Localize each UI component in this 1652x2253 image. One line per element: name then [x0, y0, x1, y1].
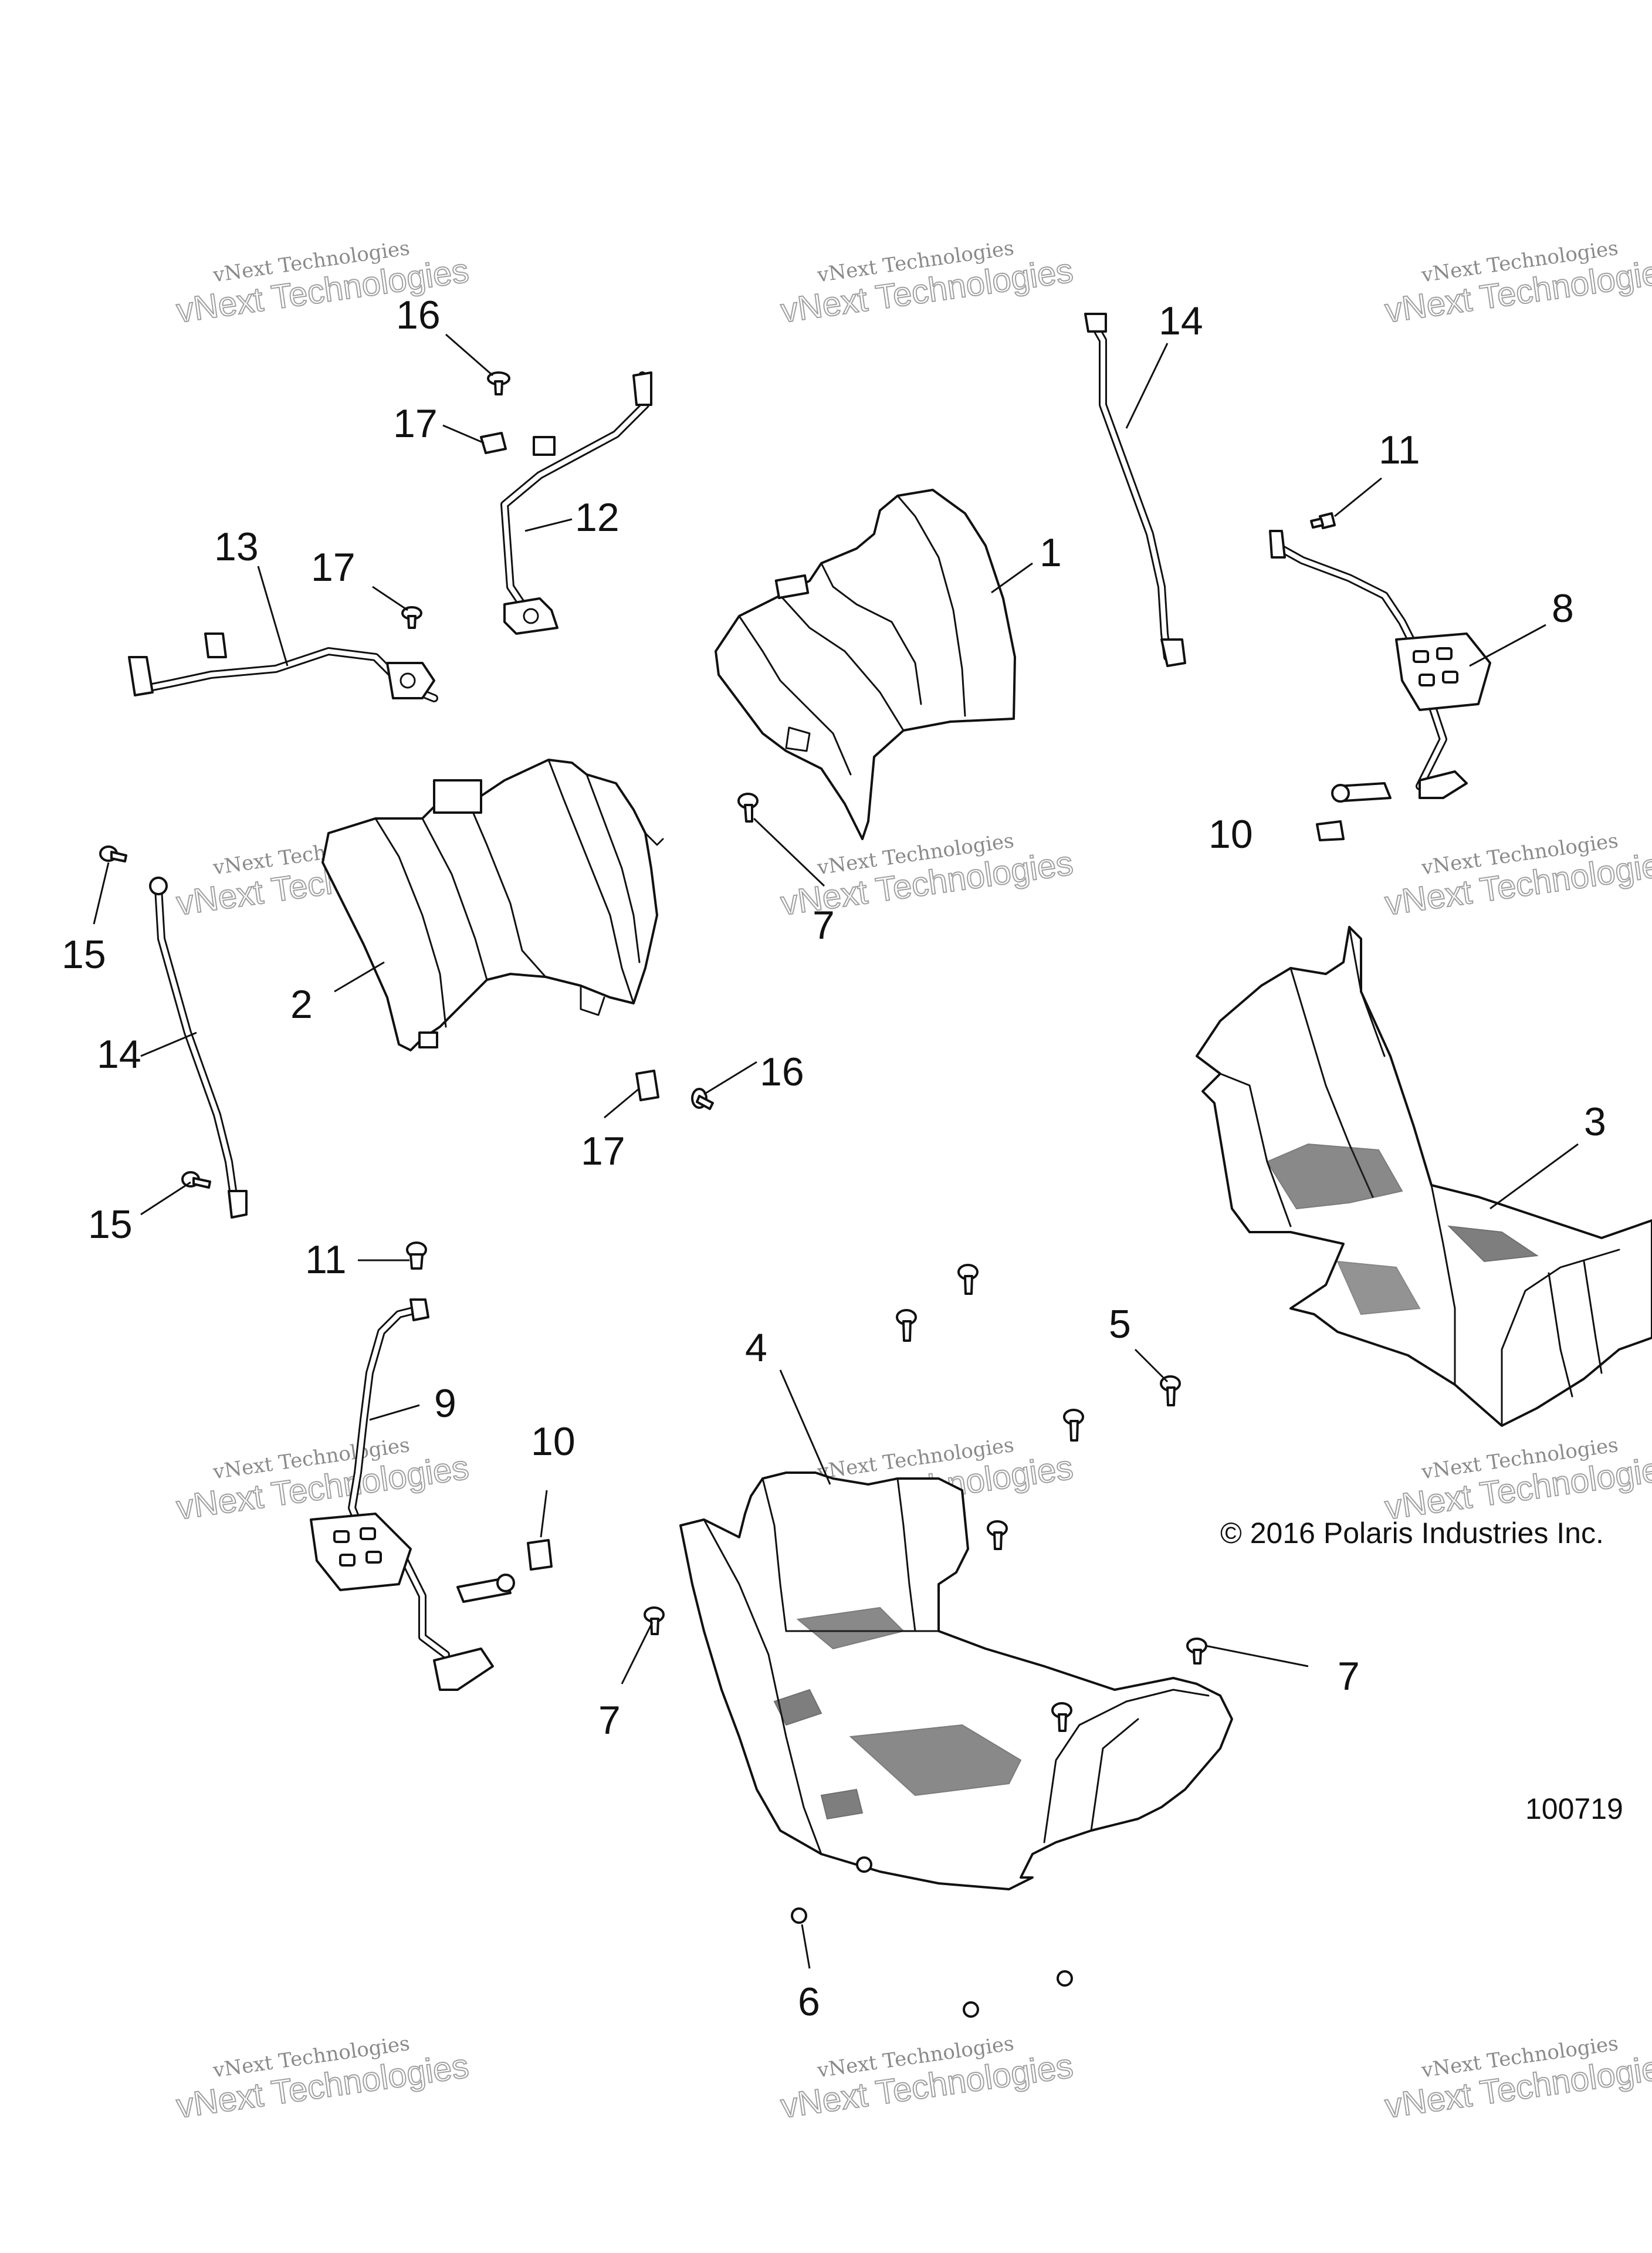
document-number: 100719: [1525, 1792, 1623, 1825]
leader-13: [257, 566, 289, 667]
watermark-top-center: vNext Technologies vNext Technologies: [778, 236, 1076, 331]
callout-15-lower: 15: [88, 1202, 133, 1247]
leader-7-upper: [753, 817, 825, 887]
fastener-11-upper: [1310, 512, 1336, 529]
callout-2: 2: [290, 982, 313, 1027]
callout-11-upper: 11: [1379, 428, 1420, 472]
part-14-rod-left: [149, 877, 248, 1219]
leader-4: [779, 1369, 831, 1485]
watermark-mid-right: vNext Technologies vNext Technologies: [1382, 829, 1652, 923]
callout-11-lower: 11: [305, 1237, 347, 1282]
fastener-15-lower: [181, 1171, 211, 1189]
watermark-bottom-right: vNext Technologies vNext Technologies: [1382, 2032, 1652, 2126]
fastener-5-b: [896, 1309, 917, 1342]
callout-17-lower: 17: [581, 1129, 625, 1173]
watermark-low-left: vNext Technologies vNext Technologies: [174, 1433, 472, 1528]
fastener-5-a: [957, 1264, 979, 1295]
fastener-17-mid: [401, 606, 422, 629]
callout-1: 1: [1040, 530, 1062, 575]
part-13-bracket: [128, 632, 438, 702]
watermark-bottom-center: vNext Technologies vNext Technologies: [778, 2032, 1076, 2126]
callout-3: 3: [1584, 1100, 1606, 1144]
callout-17-mid: 17: [311, 545, 356, 590]
fastener-16-top: [487, 371, 510, 395]
callout-5: 5: [1109, 1302, 1131, 1347]
callout-6: 6: [798, 1980, 820, 2024]
part-8-bracket: [1269, 530, 1491, 803]
nut-6-b: [791, 1907, 807, 1924]
fastener-5-d: [1063, 1409, 1084, 1442]
callout-17-top: 17: [393, 401, 438, 446]
leader-8: [1469, 624, 1546, 667]
callout-10-lower: 10: [531, 1419, 576, 1464]
leader-6: [801, 1924, 811, 1969]
part-3-right-footwell: [1196, 926, 1652, 1427]
leader-1: [991, 562, 1033, 594]
part-1-upper-side-panel: [715, 489, 1016, 840]
leader-9: [369, 1404, 420, 1421]
nut-6-a: [856, 1856, 872, 1873]
fastener-5-c: [1160, 1375, 1181, 1406]
fastener-10-upper: [1316, 820, 1345, 841]
fastener-7-mid: [987, 1520, 1008, 1550]
part-9-bracket: [310, 1298, 515, 1691]
nut-6-d: [963, 2001, 979, 2018]
watermark-low-right: vNext Technologies vNext Technologies: [1382, 1433, 1652, 1528]
fastener-7-center: [1051, 1702, 1072, 1732]
watermark-bottom-left: vNext Technologies vNext Technologies: [174, 2032, 472, 2126]
leader-17-lower: [604, 1087, 640, 1119]
leader-7-right: [1205, 1645, 1309, 1667]
fastener-17-lower: [635, 1070, 659, 1101]
leader-16-top: [445, 333, 493, 377]
callout-9: 9: [434, 1381, 456, 1426]
fastener-7-left: [644, 1606, 665, 1635]
part-4-left-footwell: [679, 1471, 1233, 1890]
leader-15-upper: [93, 862, 110, 925]
fastener-15-upper: [99, 845, 127, 862]
leader-17-mid: [372, 586, 408, 611]
fastener-7-right: [1186, 1638, 1207, 1665]
callout-10-upper: 10: [1208, 812, 1253, 857]
leader-2: [334, 961, 385, 993]
leader-17-top: [442, 424, 485, 444]
callout-4: 4: [745, 1325, 767, 1370]
leader-11-upper: [1334, 477, 1382, 517]
leader-5: [1134, 1348, 1169, 1383]
callout-labels: 16 17 12 13 17 14 1 11 8 10 7 2 15 14 15…: [62, 293, 1606, 2024]
callout-16-top: 16: [396, 293, 441, 337]
fastener-16-lower: [691, 1088, 714, 1110]
leader-3: [1489, 1143, 1579, 1210]
callout-13: 13: [214, 525, 259, 569]
leader-16-lower: [703, 1061, 757, 1095]
leader-10-lower: [540, 1490, 548, 1538]
copyright-notice: © 2016 Polaris Industries Inc.: [1220, 1517, 1604, 1550]
part-2-front-panel: [321, 759, 664, 1051]
leader-14-left: [140, 1031, 197, 1057]
callout-8: 8: [1552, 586, 1574, 631]
callout-14-left: 14: [97, 1032, 141, 1077]
leader-14-upper: [1125, 343, 1169, 429]
fastener-11-lower: [406, 1241, 427, 1270]
nut-6-c: [1057, 1970, 1073, 1987]
leader-15-lower: [140, 1181, 191, 1216]
fastener-7-upper: [737, 793, 759, 823]
callout-16-lower: 16: [760, 1050, 804, 1094]
part-12-bracket: [500, 371, 652, 635]
callout-15-upper: 15: [62, 932, 106, 977]
fastener-17-top: [480, 432, 507, 454]
leader-12: [524, 518, 573, 532]
callout-7-right: 7: [1338, 1654, 1360, 1699]
callout-14-upper: 14: [1159, 299, 1203, 343]
part-14-rod-upper: [1084, 313, 1186, 667]
callout-7-upper: 7: [813, 903, 835, 948]
leader-7-left: [621, 1622, 654, 1684]
callout-7-left: 7: [598, 1698, 621, 1743]
fastener-10-lower: [527, 1539, 553, 1571]
watermark-top-right: vNext Technologies vNext Technologies: [1382, 236, 1652, 331]
callout-12: 12: [575, 495, 620, 540]
leader-lines: [93, 333, 1579, 1969]
